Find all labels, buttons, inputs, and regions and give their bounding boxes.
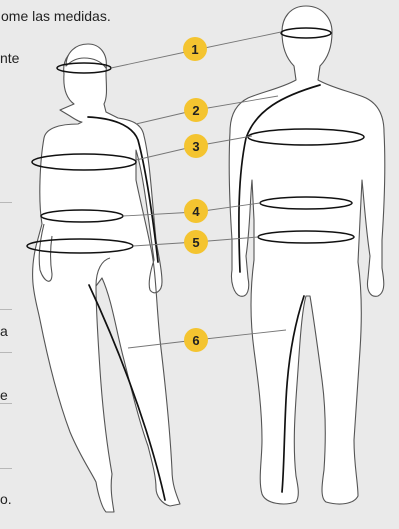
marker-number-6: 6 (192, 333, 199, 348)
marker-5: 5 (184, 230, 208, 254)
marker-1: 1 (183, 37, 207, 61)
marker-3: 3 (184, 134, 208, 158)
marker-number-5: 5 (192, 235, 199, 250)
marker-6: 6 (184, 328, 208, 352)
female-figure (33, 44, 180, 512)
marker-number-2: 2 (192, 103, 199, 118)
marker-number-3: 3 (192, 139, 199, 154)
marker-number-4: 4 (192, 204, 200, 219)
marker-2: 2 (184, 98, 208, 122)
male-figure (229, 6, 385, 504)
marker-4: 4 (184, 199, 208, 223)
marker-number-1: 1 (191, 42, 198, 57)
